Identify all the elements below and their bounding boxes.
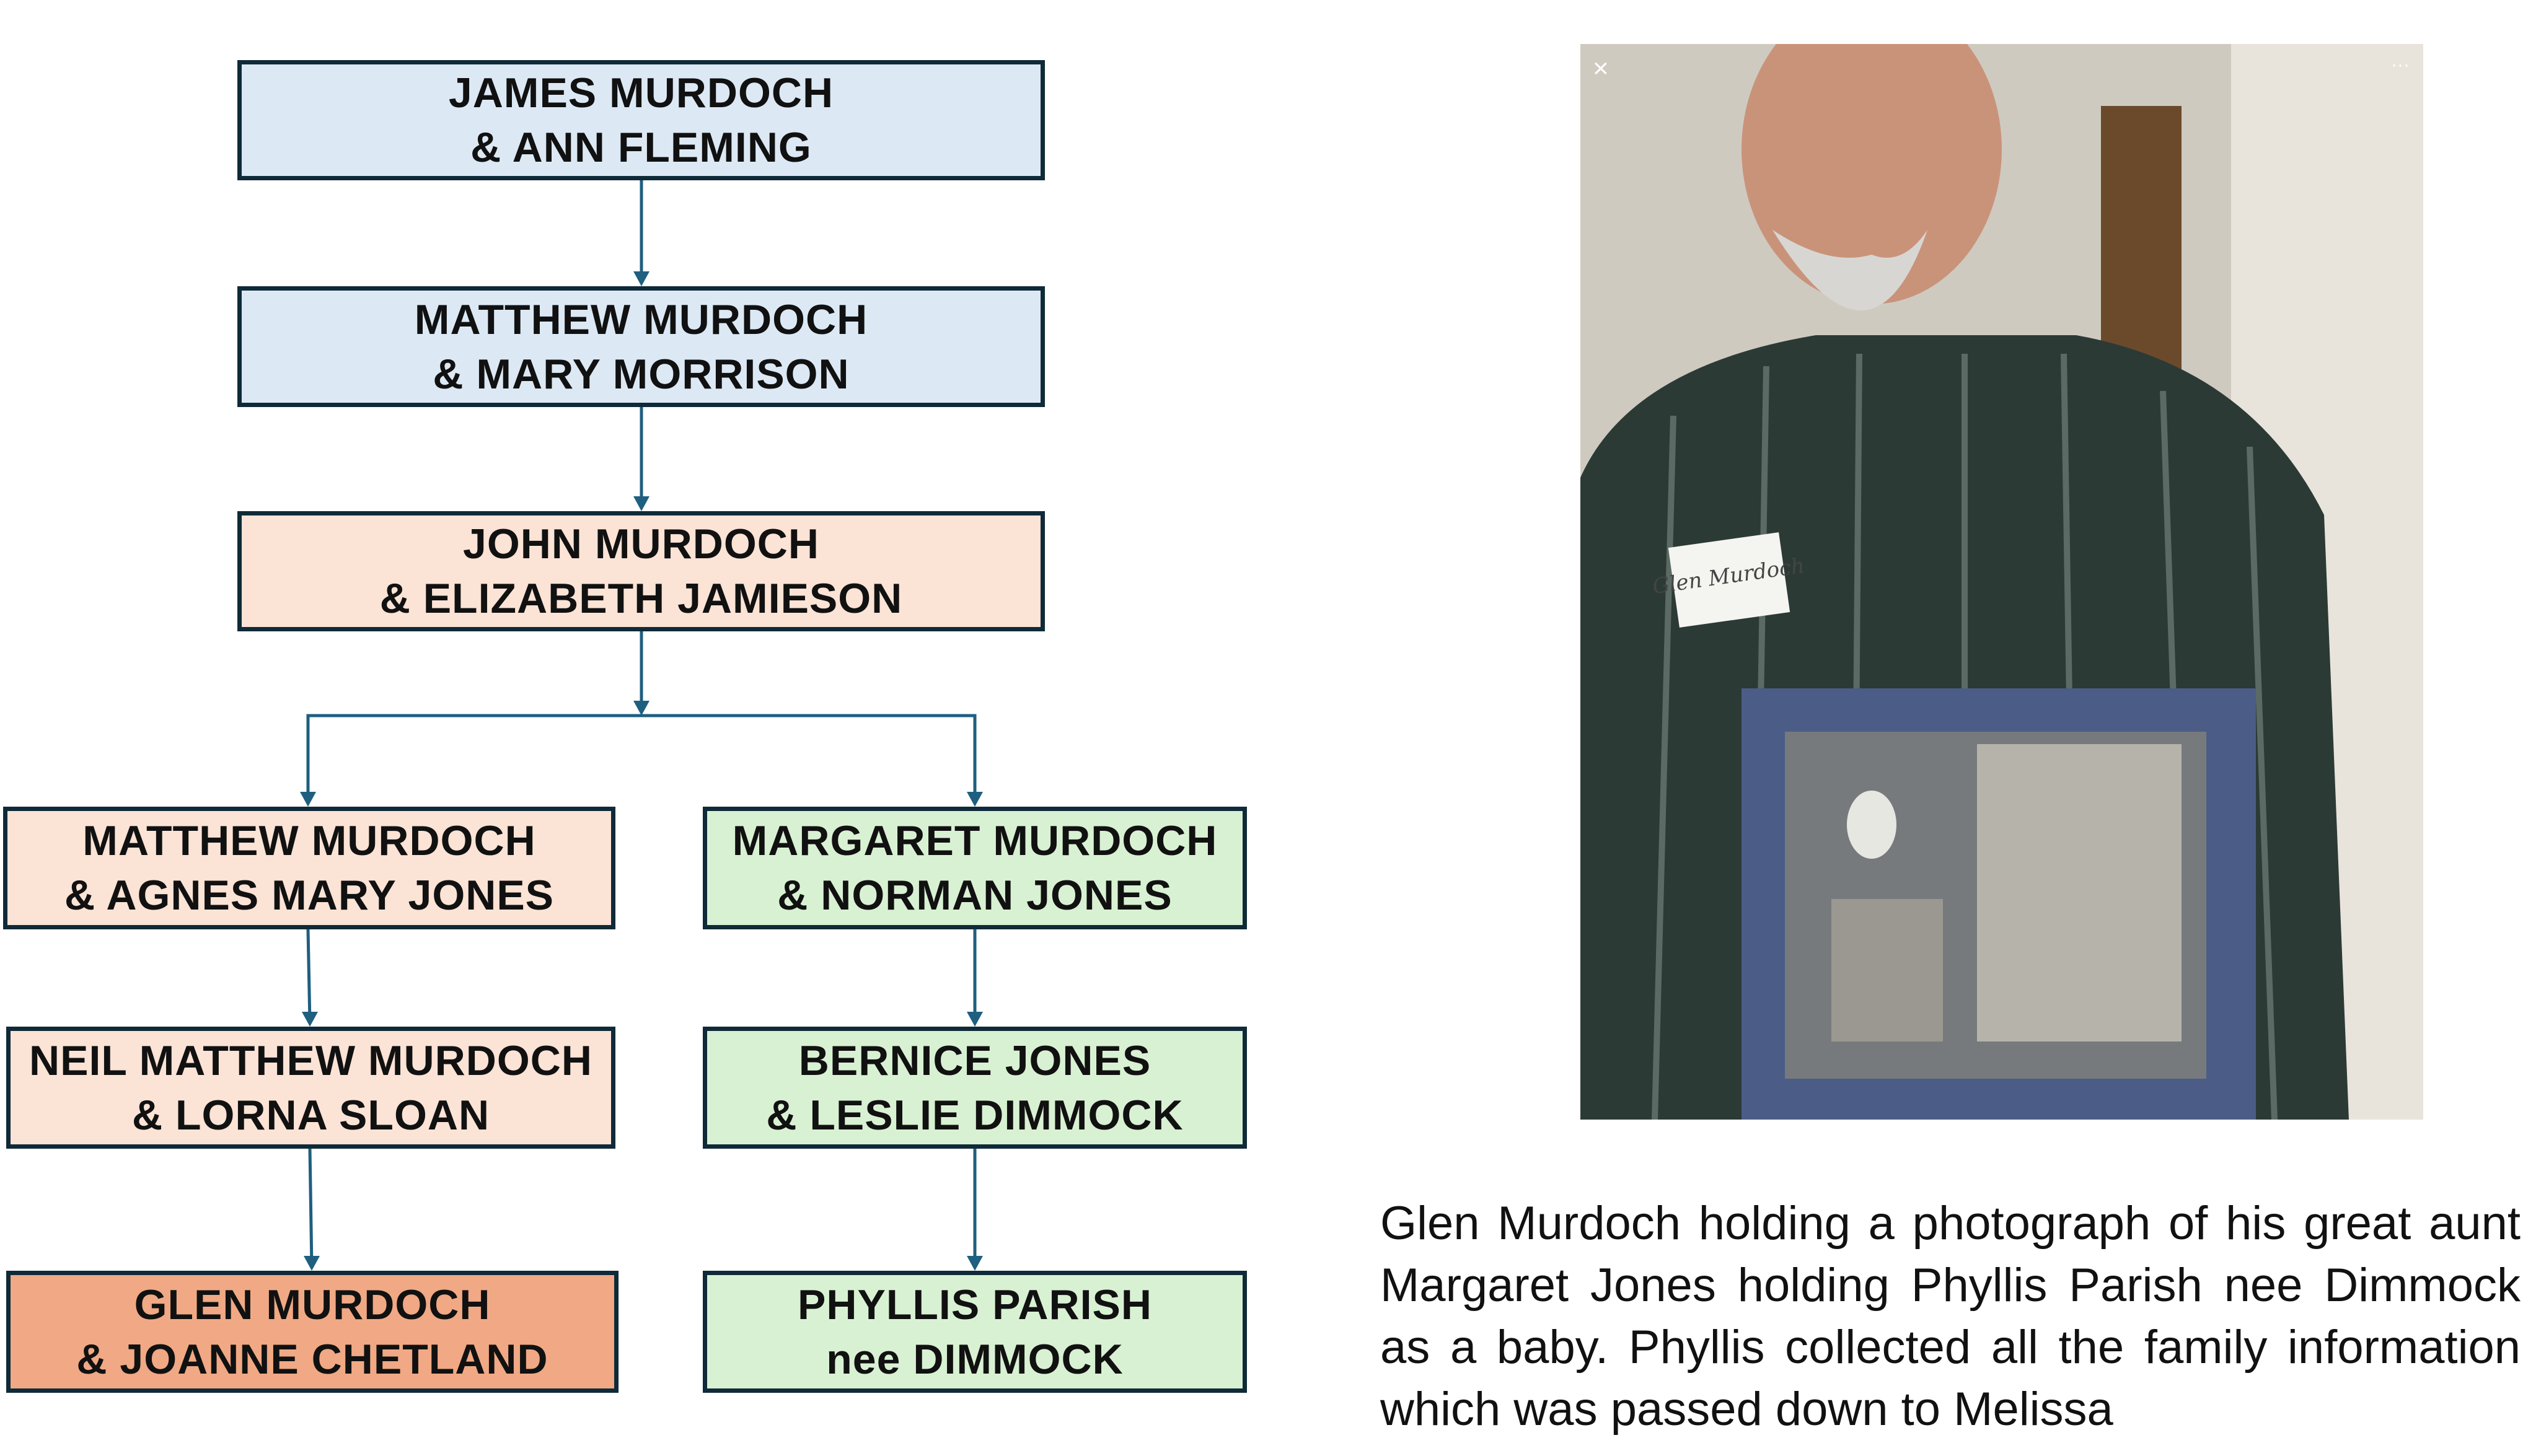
node-line2: & MARY MORRISON [433, 350, 850, 398]
node-line1: JOHN MURDOCH [463, 520, 819, 568]
arrowhead [967, 1256, 983, 1271]
node-line1: PHYLLIS PARISH [798, 1281, 1152, 1328]
tree-node-matthew-murdoch-sr: MATTHEW MURDOCH & MARY MORRISON [237, 286, 1045, 407]
arrowhead [300, 792, 316, 807]
node-line2: & LESLIE DIMMOCK [766, 1091, 1184, 1139]
node-line1: NEIL MATTHEW MURDOCH [29, 1037, 592, 1084]
face [1741, 44, 2002, 304]
arrowhead [633, 271, 649, 286]
arrowhead [302, 1012, 318, 1027]
tree-node-phyllis-parish: PHYLLIS PARISH nee DIMMOCK [703, 1271, 1247, 1393]
tree-node-glen-murdoch: GLEN MURDOCH & JOANNE CHETLAND [6, 1271, 619, 1393]
arrowhead [633, 496, 649, 511]
tree-node-matthew-murdoch-jr: MATTHEW MURDOCH & AGNES MARY JONES [3, 807, 615, 929]
arrowhead [967, 792, 983, 807]
node-line2: & ELIZABETH JAMIESON [379, 575, 903, 622]
tree-node-margaret-murdoch: MARGARET MURDOCH & NORMAN JONES [703, 807, 1247, 929]
node-line2: nee DIMMOCK [826, 1335, 1124, 1383]
node-line1: MATTHEW MURDOCH [82, 817, 536, 864]
photo-glen-murdoch[interactable]: Glen Murdoch × ··· [1580, 44, 2423, 1120]
tree-node-james-murdoch: JAMES MURDOCH & ANN FLEMING [237, 60, 1045, 180]
arrowhead [304, 1256, 320, 1271]
close-icon[interactable]: × [1593, 53, 1609, 84]
photo-scene: Glen Murdoch [1580, 44, 2423, 1120]
node-line2: & JOANNE CHETLAND [76, 1335, 548, 1383]
tree-node-john-murdoch: JOHN MURDOCH & ELIZABETH JAMIESON [237, 511, 1045, 631]
node-line1: BERNICE JONES [798, 1037, 1151, 1084]
tree-node-neil-murdoch: NEIL MATTHEW MURDOCH & LORNA SLOAN [6, 1027, 615, 1149]
node-line1: MARGARET MURDOCH [732, 817, 1218, 864]
node-line1: JAMES MURDOCH [448, 69, 834, 116]
node-line2: & NORMAN JONES [777, 872, 1173, 919]
photo-caption: Glen Murdoch holding a photograph of his… [1380, 1197, 2521, 1436]
node-line1: GLEN MURDOCH [134, 1281, 491, 1328]
arrowhead [967, 1012, 983, 1027]
name-tag [1668, 532, 1790, 628]
arrowhead [633, 701, 649, 716]
tree-node-bernice-jones: BERNICE JONES & LESLIE DIMMOCK [703, 1027, 1247, 1149]
node-line2: & ANN FLEMING [470, 124, 812, 171]
more-options-icon[interactable]: ··· [2391, 55, 2410, 75]
node-line1: MATTHEW MURDOCH [414, 296, 868, 343]
node-line2: & LORNA SLOAN [131, 1091, 490, 1139]
beard [1772, 230, 1927, 310]
node-line2: & AGNES MARY JONES [64, 872, 555, 919]
